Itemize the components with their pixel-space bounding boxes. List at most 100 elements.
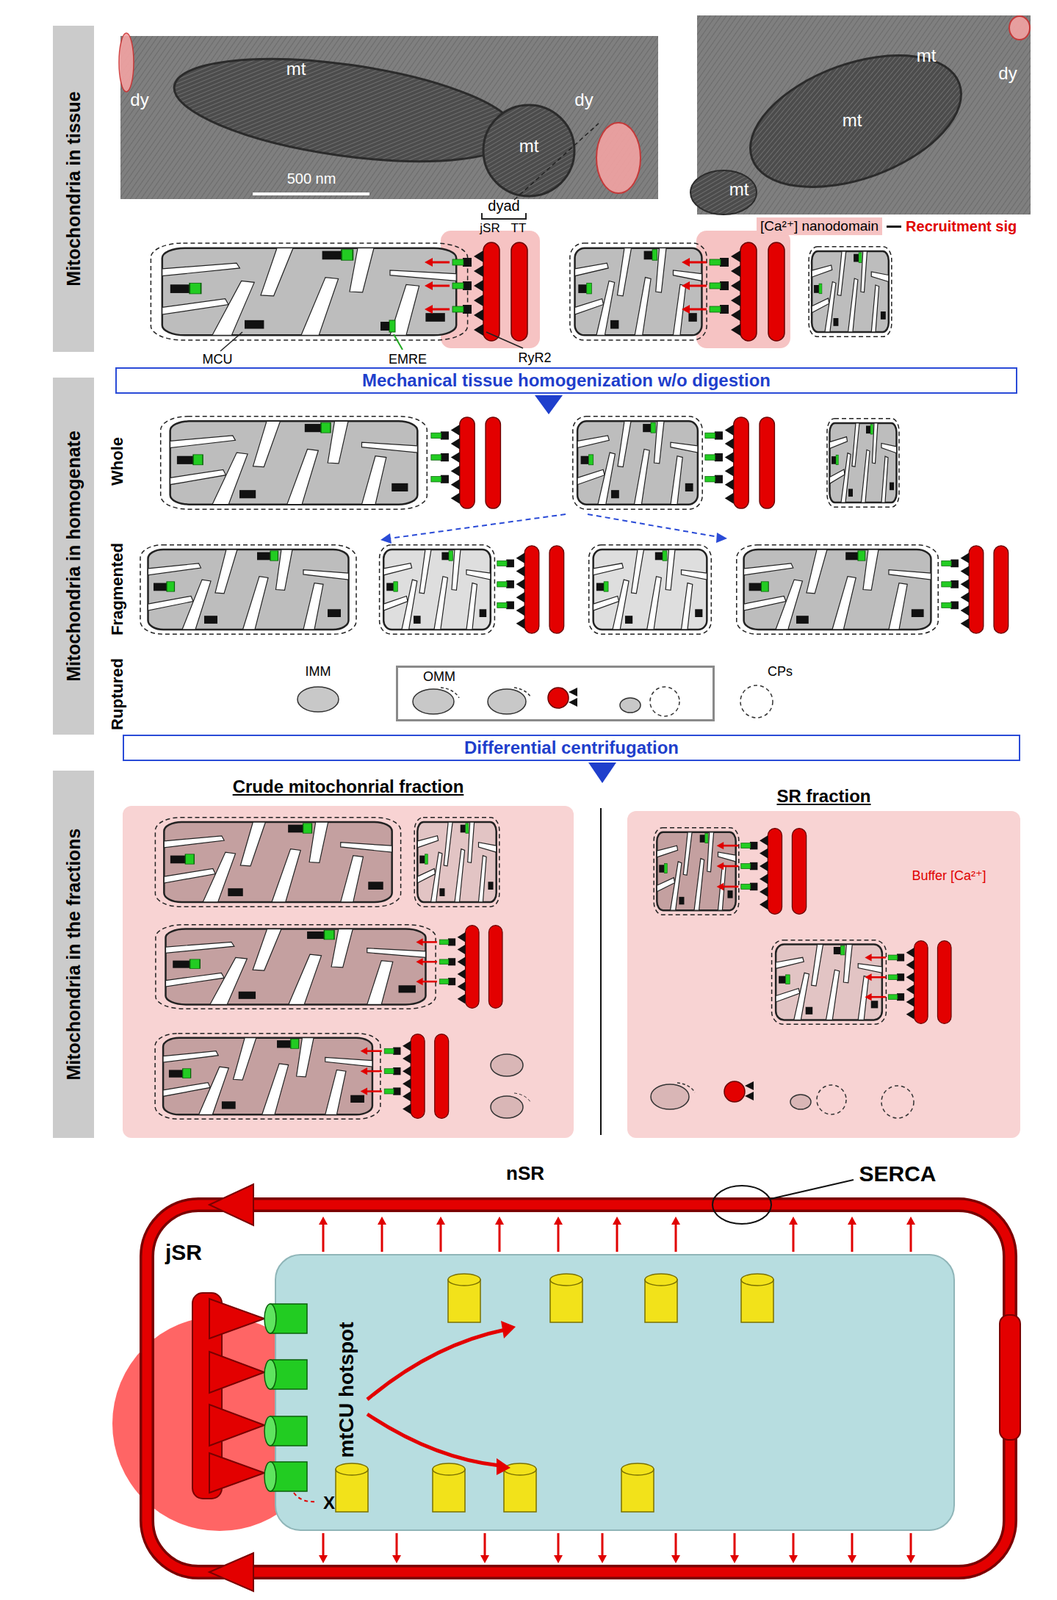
drawing-ellipse [503, 1463, 537, 1475]
part-label: jSR [165, 1239, 202, 1266]
drawing-rect [146, 1204, 1010, 1572]
drawing-ellipse [264, 1461, 277, 1492]
drawing-polygon [612, 1216, 622, 1225]
drawing-use [360, 1034, 449, 1119]
drawing-line [322, 1532, 325, 1558]
section-band: Mitochondria in homogenate [52, 377, 95, 735]
section-band: Mitochondria in the fractions [52, 770, 95, 1138]
part-label: Recruitment sig [905, 218, 1017, 236]
part-label: mt [519, 135, 540, 157]
drawing-polygon [392, 1555, 402, 1564]
part-label: X [323, 1492, 335, 1514]
drawing-use [379, 545, 496, 634]
process-box: Differential centrifugation [122, 734, 1021, 761]
part-label: mt [286, 58, 307, 80]
drawing-g [318, 1216, 916, 1564]
drawing-polygon [318, 1555, 328, 1564]
drawing-polygon [568, 697, 578, 707]
crude-fraction-items [154, 817, 531, 1119]
part-label: CPs [767, 664, 793, 680]
drawing-line [770, 1179, 854, 1199]
part-label: mt [916, 45, 937, 67]
part-label: dy [574, 89, 593, 111]
drawing-ellipse [118, 33, 134, 92]
drawing-line [792, 1532, 795, 1558]
drawing-use [150, 243, 468, 341]
drawing-polygon [377, 1216, 387, 1225]
drawing-polygon [671, 1216, 681, 1225]
drawing-polygon [788, 1555, 798, 1564]
drawing-polygon [500, 1320, 516, 1339]
nsr-arrows [323, 1222, 911, 1558]
drawing-use [681, 242, 785, 341]
drawing-ellipse [487, 688, 526, 714]
drawing-use [864, 940, 952, 1024]
drawing-line [601, 1532, 604, 1558]
drawing-line [393, 334, 403, 350]
drawing-polygon [318, 1216, 328, 1225]
drawing-circle [816, 1084, 847, 1115]
fraction-panel: SR fractionBuffer [Ca²⁺] [627, 810, 1021, 1138]
part-label: jSR [479, 221, 500, 236]
node-label: Mitochondria in tissue [63, 91, 85, 286]
split-arrows [389, 514, 719, 539]
node-note: Buffer [Ca²⁺] [911, 867, 986, 884]
part-label: MCU [202, 351, 233, 368]
drawing-polygon [496, 1458, 511, 1475]
drawing-use [415, 925, 503, 1009]
drawing-polygon [671, 1555, 681, 1564]
drawing-polygon [553, 1555, 563, 1564]
part-label: 500 nm [287, 170, 337, 188]
drawing-use [155, 924, 436, 1010]
drawing-polygon [847, 1216, 857, 1225]
drawing-polygon [744, 1081, 754, 1091]
drawing-ellipse [650, 1084, 689, 1110]
drawing-line [381, 1222, 384, 1252]
drawing-line [792, 1222, 795, 1252]
drawing-line [322, 1222, 325, 1252]
drawing-use [154, 817, 401, 907]
drawing-use [736, 545, 939, 634]
drawing-use [431, 417, 501, 509]
node-label: Differential centrifugation [464, 737, 679, 759]
node-label: SR fraction [627, 785, 1021, 807]
drawing-ellipse [490, 1054, 523, 1077]
drawing-line [851, 1222, 854, 1252]
drawing-use [808, 246, 892, 337]
part-label: TT [511, 221, 527, 236]
drawing-use [589, 545, 712, 634]
drawing-path [367, 1413, 500, 1466]
part-label: mt [842, 110, 863, 131]
drawing-use [941, 545, 1009, 634]
drawing-circle [724, 1081, 745, 1102]
drawing-polygon [209, 1351, 265, 1393]
node-label: Mitochondria in homogenate [63, 430, 85, 682]
part-label: [Ca²⁺] nanodomain [756, 217, 883, 236]
part-label: mt [729, 179, 750, 200]
leader-line [514, 123, 599, 200]
drawing-ellipse [712, 1185, 772, 1224]
drawing-ellipse [412, 688, 454, 714]
part-label: SERCA [858, 1161, 936, 1188]
drawing-polygon [568, 687, 578, 697]
drawing-circle [881, 1085, 914, 1118]
part-label: nSR [506, 1162, 545, 1185]
uniporter-green [264, 1303, 308, 1492]
drawing-use [705, 417, 775, 509]
rotated-label: Ruptured [107, 658, 127, 731]
drawing-rect [999, 1314, 1021, 1440]
drawing-line [910, 1222, 913, 1252]
drawing-line [675, 1532, 678, 1558]
drawing-rect [380, 321, 390, 331]
fraction-panel: Crude mitochonrial fraction [122, 805, 574, 1138]
drawing-line [484, 1532, 487, 1558]
drawing-path [514, 687, 531, 697]
drawing-ellipse [490, 1095, 523, 1118]
drawing-line [389, 514, 566, 539]
em-image-left [118, 33, 659, 200]
drawing-path [514, 1092, 531, 1102]
arrow-head [716, 532, 728, 543]
drawing-circle [650, 686, 680, 717]
drawing-use [716, 828, 807, 915]
drawing-polygon [209, 1452, 265, 1493]
